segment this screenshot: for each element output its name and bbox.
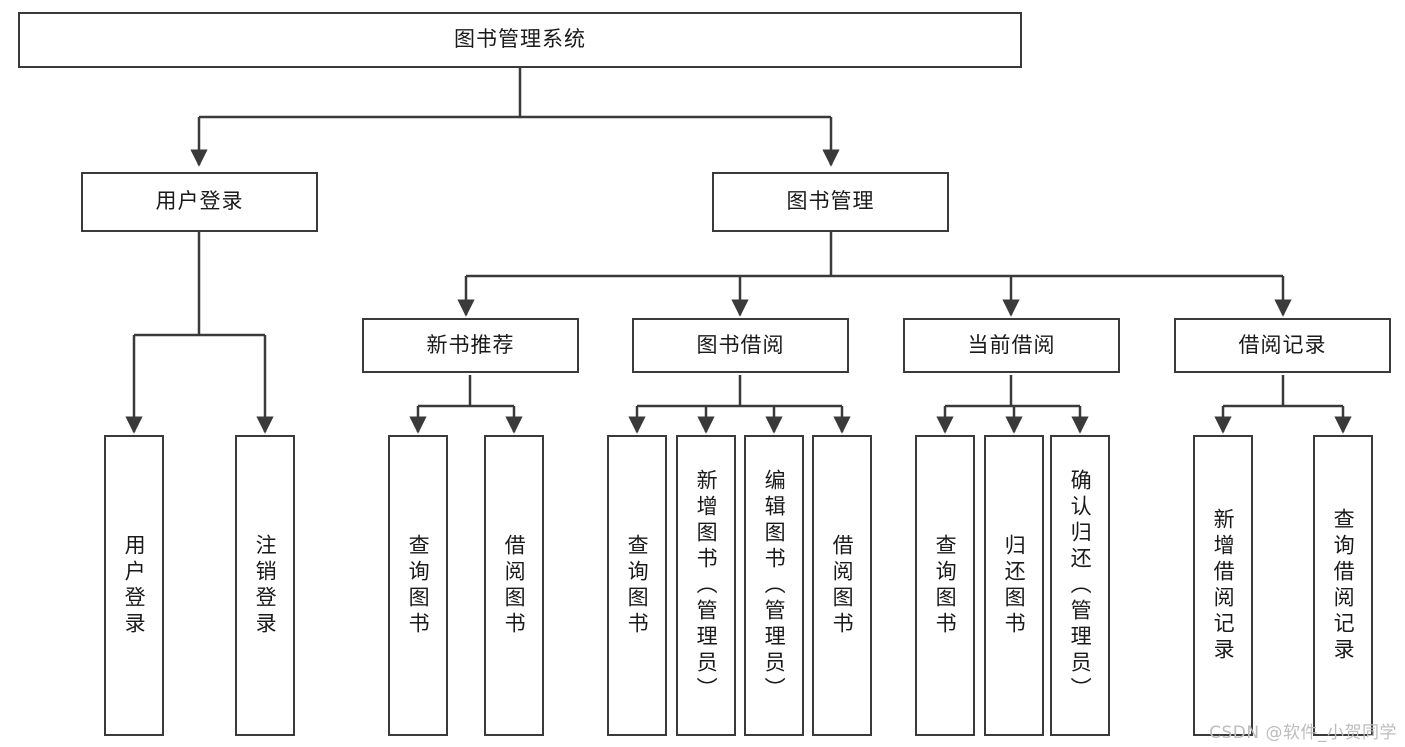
node-leaf-query-record-label: 查询借阅记录 — [1331, 507, 1356, 664]
node-user-login-label: 用户登录 — [155, 189, 244, 214]
node-root-label: 图书管理系统 — [454, 27, 586, 52]
node-leaf-query-record[interactable]: 查询借阅记录 — [1313, 435, 1373, 736]
csdn-watermark: CSDN @软件_小贺同学 — [1209, 723, 1397, 743]
node-book-manage-label: 图书管理 — [786, 189, 875, 214]
node-leaf-add-book-label: 新增图书（管理员） — [694, 468, 719, 703]
node-new-book-recommend-label: 新书推荐 — [426, 332, 515, 357]
node-leaf-borrow-book-2[interactable]: 借阅图书 — [812, 435, 872, 736]
node-leaf-return-book[interactable]: 归还图书 — [984, 435, 1044, 736]
node-leaf-borrow-book-1[interactable]: 借阅图书 — [484, 435, 544, 736]
node-leaf-add-record[interactable]: 新增借阅记录 — [1193, 435, 1253, 736]
node-book-borrow-label: 图书借阅 — [696, 332, 785, 357]
node-current-borrow[interactable]: 当前借阅 — [903, 318, 1120, 373]
node-borrow-record-label: 借阅记录 — [1238, 332, 1327, 357]
node-leaf-confirm-return-label: 确认归还（管理员） — [1068, 468, 1093, 703]
node-root[interactable]: 图书管理系统 — [18, 12, 1022, 68]
node-book-manage[interactable]: 图书管理 — [712, 172, 949, 232]
node-leaf-query-book-2[interactable]: 查询图书 — [607, 435, 667, 736]
node-leaf-query-book-2-label: 查询图书 — [625, 533, 650, 638]
node-borrow-record[interactable]: 借阅记录 — [1174, 318, 1391, 373]
node-leaf-add-record-label: 新增借阅记录 — [1211, 507, 1236, 664]
node-leaf-user-login-label: 用户登录 — [122, 533, 147, 638]
node-leaf-logout[interactable]: 注销登录 — [235, 435, 295, 736]
node-leaf-add-book[interactable]: 新增图书（管理员） — [676, 435, 736, 736]
node-leaf-return-book-label: 归还图书 — [1002, 533, 1027, 638]
node-leaf-query-book-3-label: 查询图书 — [933, 533, 958, 638]
node-leaf-query-book-1-label: 查询图书 — [406, 533, 431, 638]
node-leaf-query-book-3[interactable]: 查询图书 — [915, 435, 975, 736]
node-leaf-query-book-1[interactable]: 查询图书 — [388, 435, 448, 736]
node-user-login[interactable]: 用户登录 — [81, 172, 318, 232]
node-new-book-recommend[interactable]: 新书推荐 — [362, 318, 579, 373]
node-leaf-borrow-book-1-label: 借阅图书 — [502, 533, 527, 638]
node-leaf-confirm-return[interactable]: 确认归还（管理员） — [1050, 435, 1110, 736]
node-leaf-edit-book[interactable]: 编辑图书（管理员） — [744, 435, 804, 736]
node-leaf-edit-book-label: 编辑图书（管理员） — [762, 468, 787, 703]
node-leaf-user-login[interactable]: 用户登录 — [104, 435, 164, 736]
node-book-borrow[interactable]: 图书借阅 — [632, 318, 849, 373]
node-leaf-logout-label: 注销登录 — [253, 533, 278, 638]
node-leaf-borrow-book-2-label: 借阅图书 — [830, 533, 855, 638]
node-current-borrow-label: 当前借阅 — [967, 332, 1056, 357]
